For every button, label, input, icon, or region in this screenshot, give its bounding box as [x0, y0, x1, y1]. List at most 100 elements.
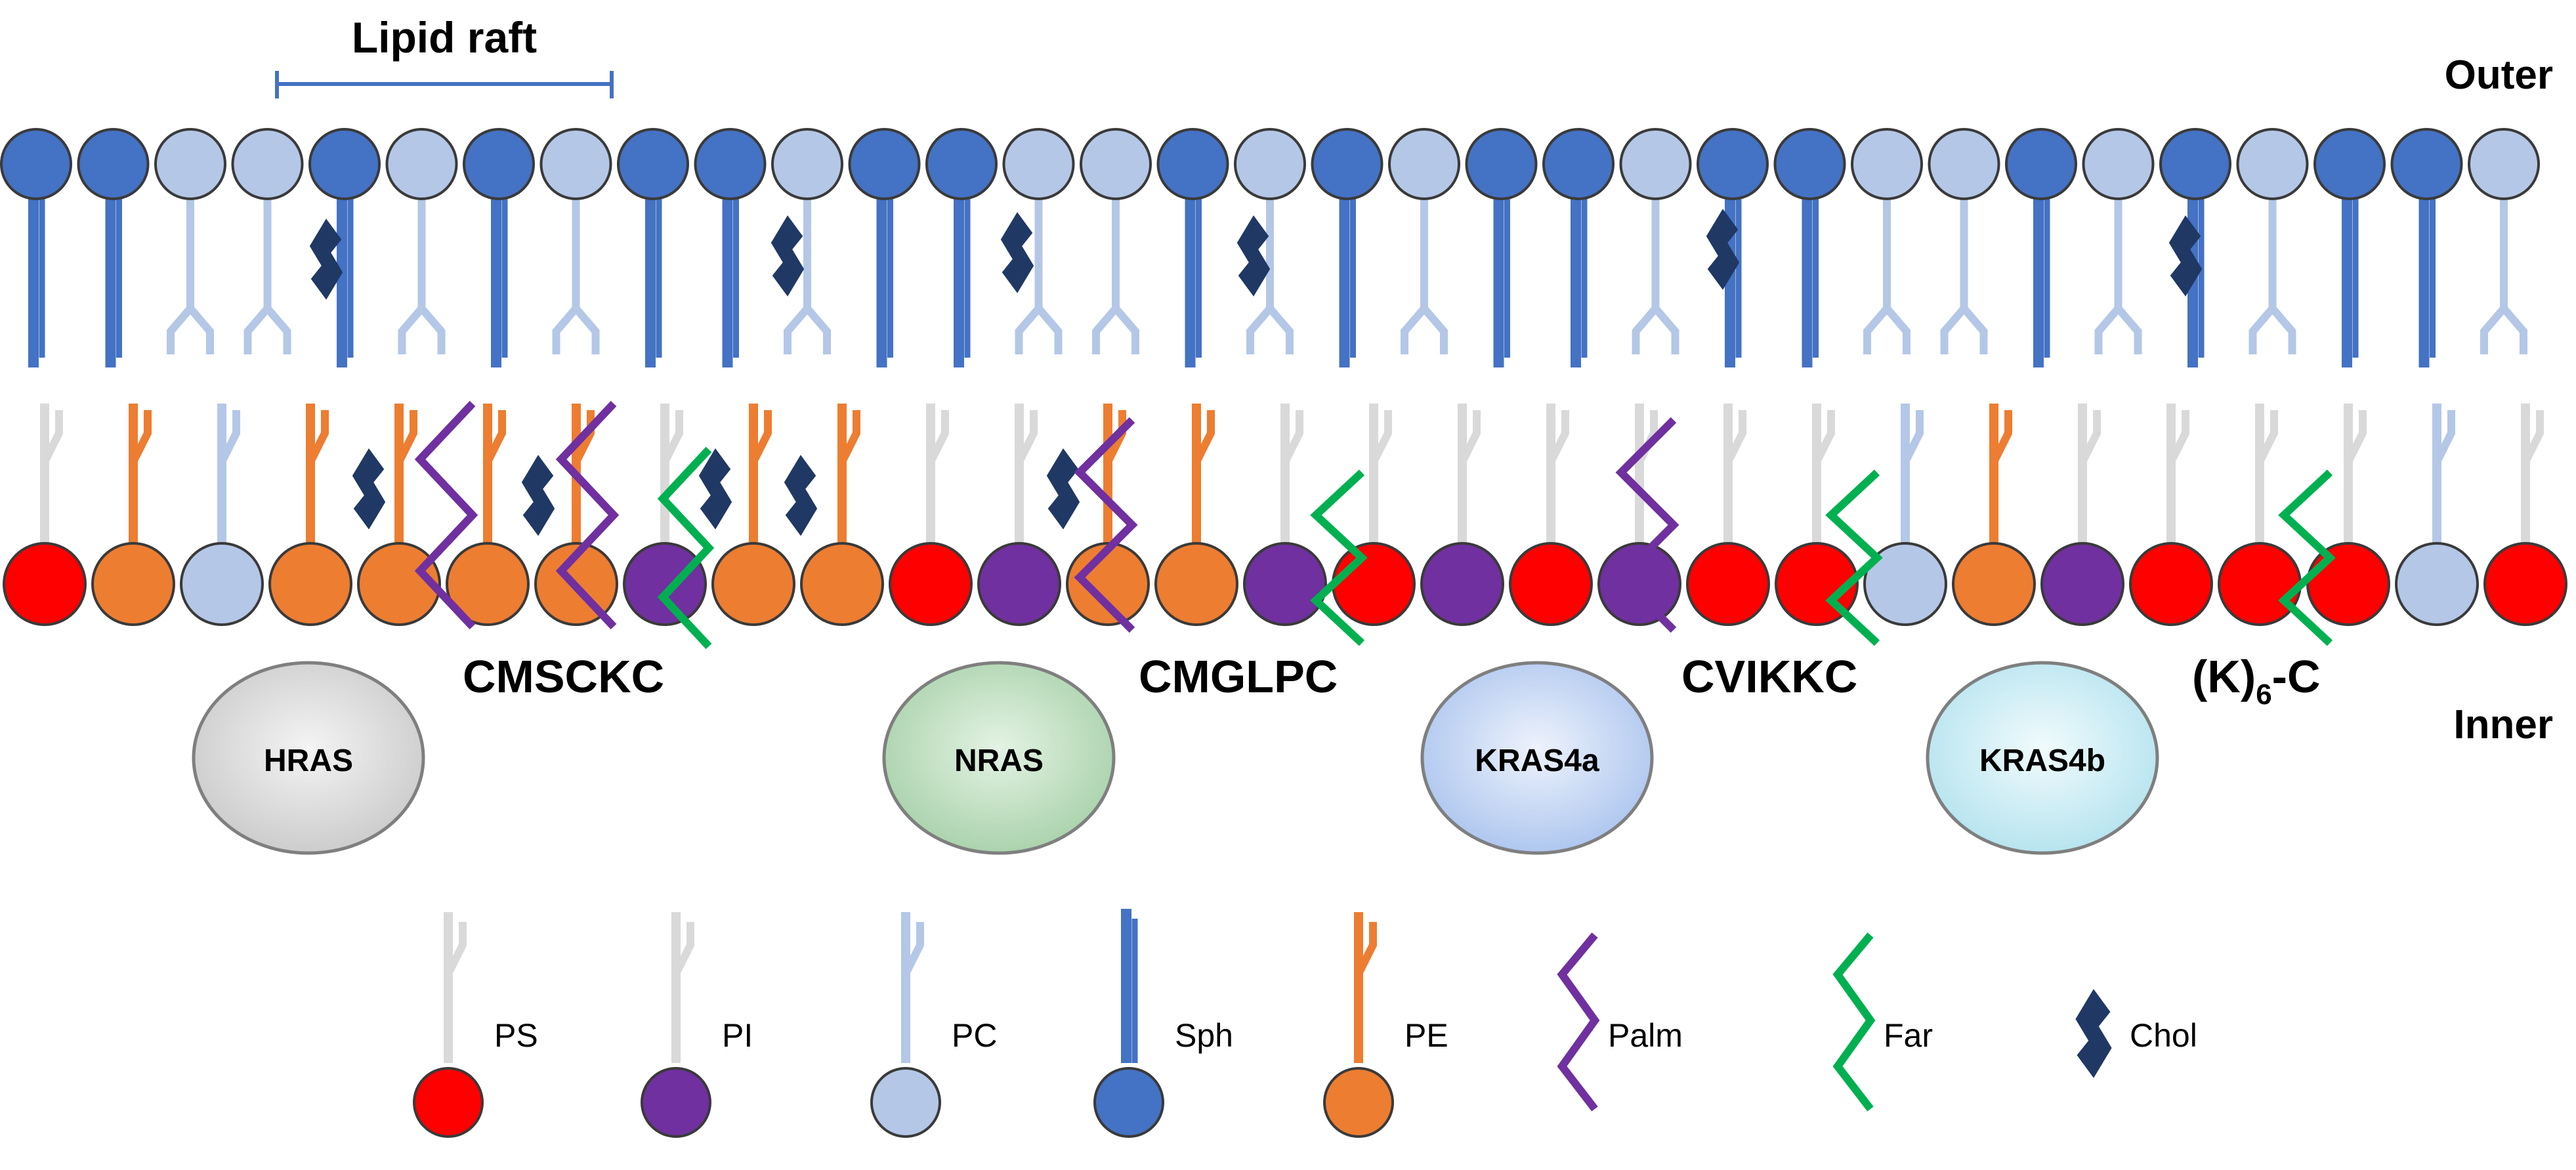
inner-lipid-head-pe [268, 542, 352, 626]
cholesterol [771, 215, 805, 297]
outer-lipid-sph [2313, 128, 2386, 367]
inner-lipid-tail-pe [837, 404, 860, 558]
outer-lipid-sph [1697, 128, 1769, 367]
nras-protein: NRAS [882, 661, 1116, 855]
hras-motif: CMSCKC [463, 651, 664, 702]
palmitoyl-anchor [1615, 417, 1679, 633]
inner-lipid-head-pe [1154, 542, 1238, 626]
inner-lipid-tail-ps [2344, 404, 2367, 558]
kras4a-motif: CVIKKC [1681, 651, 1857, 702]
outer-lipid-sph [1311, 128, 1383, 367]
outer-lipid-pc [1619, 128, 1692, 354]
inner-lipid-head-pc [180, 542, 264, 626]
farnesyl-anchor [2278, 469, 2336, 646]
outer-lipid-sph [848, 128, 921, 367]
inner-lipid-head-ps [1686, 542, 1770, 626]
legend-label-pe: PE [1404, 1017, 1448, 1054]
inner-lipid-tail-pc [2432, 404, 2455, 558]
inner-lipid-head-ps [3, 542, 87, 626]
legend-item-chol: Chol [2075, 989, 2197, 1078]
farnesyl-anchor [1310, 469, 1368, 646]
cholesterol [1000, 212, 1034, 293]
outer-leaflet-label: Outer [2445, 52, 2553, 98]
inner-lipid-tail-pc [217, 404, 240, 558]
inner-lipid-head-ps [889, 542, 973, 626]
cholesterol [1236, 215, 1271, 297]
inner-leaflet-label: Inner [2453, 702, 2553, 747]
inner-lipid-tail-ps [926, 404, 949, 558]
outer-lipid-sph [1156, 128, 1229, 367]
inner-lipid-head-pc [2395, 542, 2479, 626]
outer-lipid-sph [1542, 128, 1615, 367]
outer-lipid-pc [539, 128, 612, 354]
outer-lipid-pc [1928, 128, 2000, 354]
inner-lipid-tail-pe [483, 404, 506, 558]
kras4b-protein: KRAS4b [1926, 661, 2159, 855]
inner-lipid-head-ps [2483, 542, 2567, 626]
legend-label-sph: Sph [1175, 1017, 1233, 1054]
legend-item-pc: PC [870, 912, 997, 1138]
kras4a-label: KRAS4a [1475, 743, 1599, 778]
farnesyl-anchor [1825, 469, 1883, 646]
inner-lipid-head-pc [1863, 542, 1947, 626]
lipid-anchors [414, 400, 2336, 650]
lipid-raft-label: Lipid raft [352, 13, 537, 62]
kras4b-motif-tail: -C [2272, 651, 2321, 702]
inner-lipid-tail-pe [1989, 404, 2012, 558]
inner-lipid-tail-ps [2521, 404, 2544, 558]
outer-lipid-pc [1080, 128, 1152, 354]
inner-lipid-tail-pi [1458, 404, 1481, 558]
inner-lipid-head-pe [711, 542, 795, 626]
legend-item-sph: Sph [1093, 909, 1233, 1138]
nras-motif: CMGLPC [1139, 651, 1338, 702]
outer-lipid-pc [2236, 128, 2309, 354]
outer-lipid-pc [154, 128, 226, 354]
kras4a-protein: KRAS4a [1420, 661, 1654, 855]
palmitoyl-anchor [1074, 417, 1138, 633]
legend-item-pi: PI [641, 912, 753, 1138]
cholesterol [1706, 209, 1740, 290]
outer-lipid-pc [231, 128, 304, 354]
outer-lipid-sph [925, 128, 998, 367]
inner-lipid-tail-pi [2078, 404, 2101, 558]
cholesterol [784, 455, 818, 536]
outer-leaflet [0, 128, 2540, 367]
inner-lipid-head-ps [1332, 542, 1416, 626]
legend-item-ps: PS [413, 912, 538, 1138]
legend-item-pe: PE [1323, 912, 1448, 1138]
inner-lipid-head-pe [91, 542, 175, 626]
nras-label: NRAS [954, 743, 1044, 778]
cholesterol [2168, 215, 2203, 297]
inner-lipid-tail-pi [660, 404, 683, 558]
outer-lipid-pc [1851, 128, 1923, 354]
cholesterol [309, 219, 343, 300]
inner-lipid-tail-pe [749, 404, 772, 558]
kras4b-motif-main: (K) [2192, 651, 2256, 702]
inner-lipid-tail-pe [1192, 404, 1215, 558]
inner-lipid-head-pe [1952, 542, 2036, 626]
lipid-raft-bracket [275, 71, 614, 98]
outer-lipid-sph [694, 128, 767, 367]
kras4b-label: KRAS4b [1979, 743, 2105, 778]
palmitoyl-anchor [555, 400, 620, 630]
inner-lipid-tail-ps [40, 404, 63, 558]
cholesterol-molecules [309, 209, 2203, 536]
inner-lipid-head-pi [1597, 542, 1681, 626]
inner-lipid-tail-ps [1369, 404, 1392, 558]
outer-lipid-pc [771, 128, 843, 354]
palmitoyl-anchor [414, 400, 478, 630]
outer-lipid-sph [2159, 128, 2231, 367]
inner-lipid-tail-ps [2166, 404, 2189, 558]
cholesterol [521, 455, 555, 536]
inner-lipid-head-pi [977, 542, 1061, 626]
kras4b-motif: (K)6-C [2192, 651, 2321, 711]
inner-lipid-tail-pe [129, 404, 152, 558]
cholesterol [698, 448, 732, 530]
outer-lipid-sph [308, 128, 381, 367]
outer-lipid-sph [617, 128, 689, 367]
inner-lipid-head-pi [1420, 542, 1504, 626]
inner-leaflet-tails [40, 404, 2544, 558]
outer-lipid-pc [2082, 128, 2155, 354]
inner-lipid-tail-ps [1546, 404, 1569, 558]
